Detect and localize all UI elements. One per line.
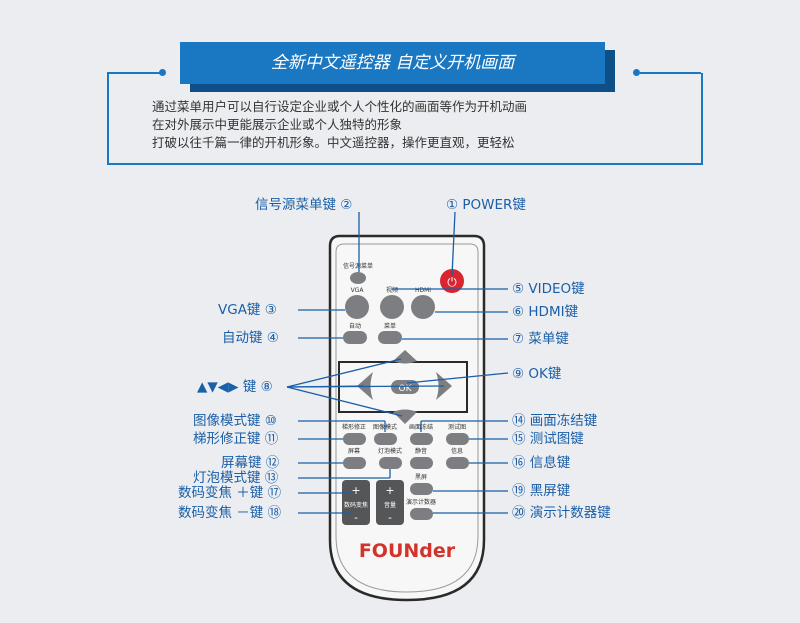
arrow-down-button xyxy=(393,409,417,424)
leader-8c xyxy=(286,386,403,417)
mute-button xyxy=(410,457,433,469)
callout-test-pattern-key: ⑮ 测试图键 xyxy=(512,431,584,447)
label-keystone: 梯形修正 xyxy=(342,423,366,431)
brand-logo: FOUNder xyxy=(359,540,456,562)
label-info: 信息 xyxy=(451,447,463,455)
vga-button xyxy=(345,295,369,319)
callout-zoom-minus-key: 数码变焦 －键 ⑱ xyxy=(178,505,282,521)
zoom-plus-label: + xyxy=(351,484,360,497)
lamp-mode-button xyxy=(379,457,402,469)
label-vga: VGA xyxy=(351,287,365,294)
label-lamp-mode: 灯泡模式 xyxy=(378,447,402,455)
intro-text: 通过菜单用户可以自行设定企业或个人个性化的画面等作为开机动画 在对外展示中更能展… xyxy=(152,98,527,152)
label-source-menu: 信号源菜单 xyxy=(343,262,373,270)
source-menu-button xyxy=(350,272,366,284)
callout-vga-key: VGA键 ③ xyxy=(218,302,277,318)
zoom-minus-label: - xyxy=(354,511,358,524)
callout-freeze-key: ⑭ 画面冻结键 xyxy=(512,413,598,429)
callout-info-key: ⑯ 信息键 xyxy=(512,455,571,471)
label-volume: 音量 xyxy=(384,501,396,509)
hdmi-button xyxy=(411,295,435,319)
leader-1 xyxy=(451,211,456,277)
blank-button xyxy=(410,483,433,495)
frame-dot-right xyxy=(633,69,640,76)
callout-source-menu-key: 信号源菜单键 ② xyxy=(255,197,353,213)
volume-minus-label: - xyxy=(388,511,392,524)
zoom-rocker xyxy=(342,480,370,525)
label-hdmi: HDMI xyxy=(415,287,431,294)
video-button xyxy=(380,295,404,319)
callout-timer-key: ⑳ 演示计数器键 xyxy=(512,505,611,521)
leader-lines xyxy=(286,211,509,514)
freeze-button xyxy=(410,433,433,445)
callout-ok-key: ⑨ OK键 xyxy=(512,366,562,382)
callout-video-key: ⑤ VIDEO键 xyxy=(512,281,585,297)
callout-keystone-key: 梯形修正键 ⑪ xyxy=(193,431,279,447)
intro-line-1: 通过菜单用户可以自行设定企业或个人个性化的画面等作为开机动画 xyxy=(152,99,528,114)
callout-lamp-mode-key: 灯泡模式键 ⑬ xyxy=(193,470,279,486)
label-auto: 自动 xyxy=(349,322,361,330)
label-test-pattern: 测试图 xyxy=(448,423,466,431)
callout-image-mode-key: 图像模式键 ⑩ xyxy=(193,413,277,429)
label-timer: 演示计数器 xyxy=(406,498,436,506)
keystone-button xyxy=(343,433,366,445)
callout-blank-key: ⑲ 黑屏键 xyxy=(512,483,571,499)
intro-frame xyxy=(107,73,703,165)
intro-line-2: 在对外展示中更能展示企业或个人独特的形象 xyxy=(152,117,403,132)
frame-dot-left xyxy=(159,69,166,76)
callout-menu-key: ⑦ 菜单键 xyxy=(512,331,569,347)
title-banner: 全新中文遥控器 自定义开机画面 xyxy=(180,42,605,84)
label-digital-zoom: 数码变焦 xyxy=(344,501,368,509)
test-pattern-button xyxy=(446,433,469,445)
leader-8d xyxy=(286,385,445,388)
callout-screen-key: 屏幕键 ⑫ xyxy=(221,455,280,471)
callout-auto-key: 自动键 ④ xyxy=(222,330,279,346)
menu-button xyxy=(378,331,402,344)
callout-hdmi-key: ⑥ HDMI键 xyxy=(512,304,579,320)
volume-plus-label: + xyxy=(385,484,394,497)
power-icon: ⏻ xyxy=(447,275,457,289)
image-mode-button xyxy=(374,433,397,445)
remote-inner-outline xyxy=(335,243,479,593)
callout-power-key: ① POWER键 xyxy=(446,197,526,213)
info-button xyxy=(446,457,469,469)
ok-label: OK xyxy=(399,384,413,394)
frame-top-right xyxy=(640,72,701,74)
leader-8a xyxy=(286,358,402,388)
callout-zoom-plus-key: 数码变焦 ＋键 ⑰ xyxy=(178,485,282,501)
frame-top-left xyxy=(107,72,163,74)
callout-arrow-keys: ▲▼◀▶ 键 ⑧ xyxy=(197,379,273,395)
leader-9 xyxy=(406,372,509,384)
label-menu: 菜单 xyxy=(384,322,396,330)
label-mute: 静音 xyxy=(415,447,427,455)
banner-title: 全新中文遥控器 自定义开机画面 xyxy=(270,53,515,73)
ok-button xyxy=(391,380,419,394)
label-video: 视频 xyxy=(386,286,398,294)
volume-rocker xyxy=(376,480,404,525)
screen-button xyxy=(343,457,366,469)
label-blank: 黑屏 xyxy=(415,474,427,481)
auto-button xyxy=(343,331,367,344)
timer-button xyxy=(410,508,433,520)
label-screen: 屏幕 xyxy=(348,447,360,455)
intro-line-3: 打破以往千篇一律的开机形象。中文遥控器，操作更直观，更轻松 xyxy=(152,135,515,150)
power-button xyxy=(440,269,464,293)
